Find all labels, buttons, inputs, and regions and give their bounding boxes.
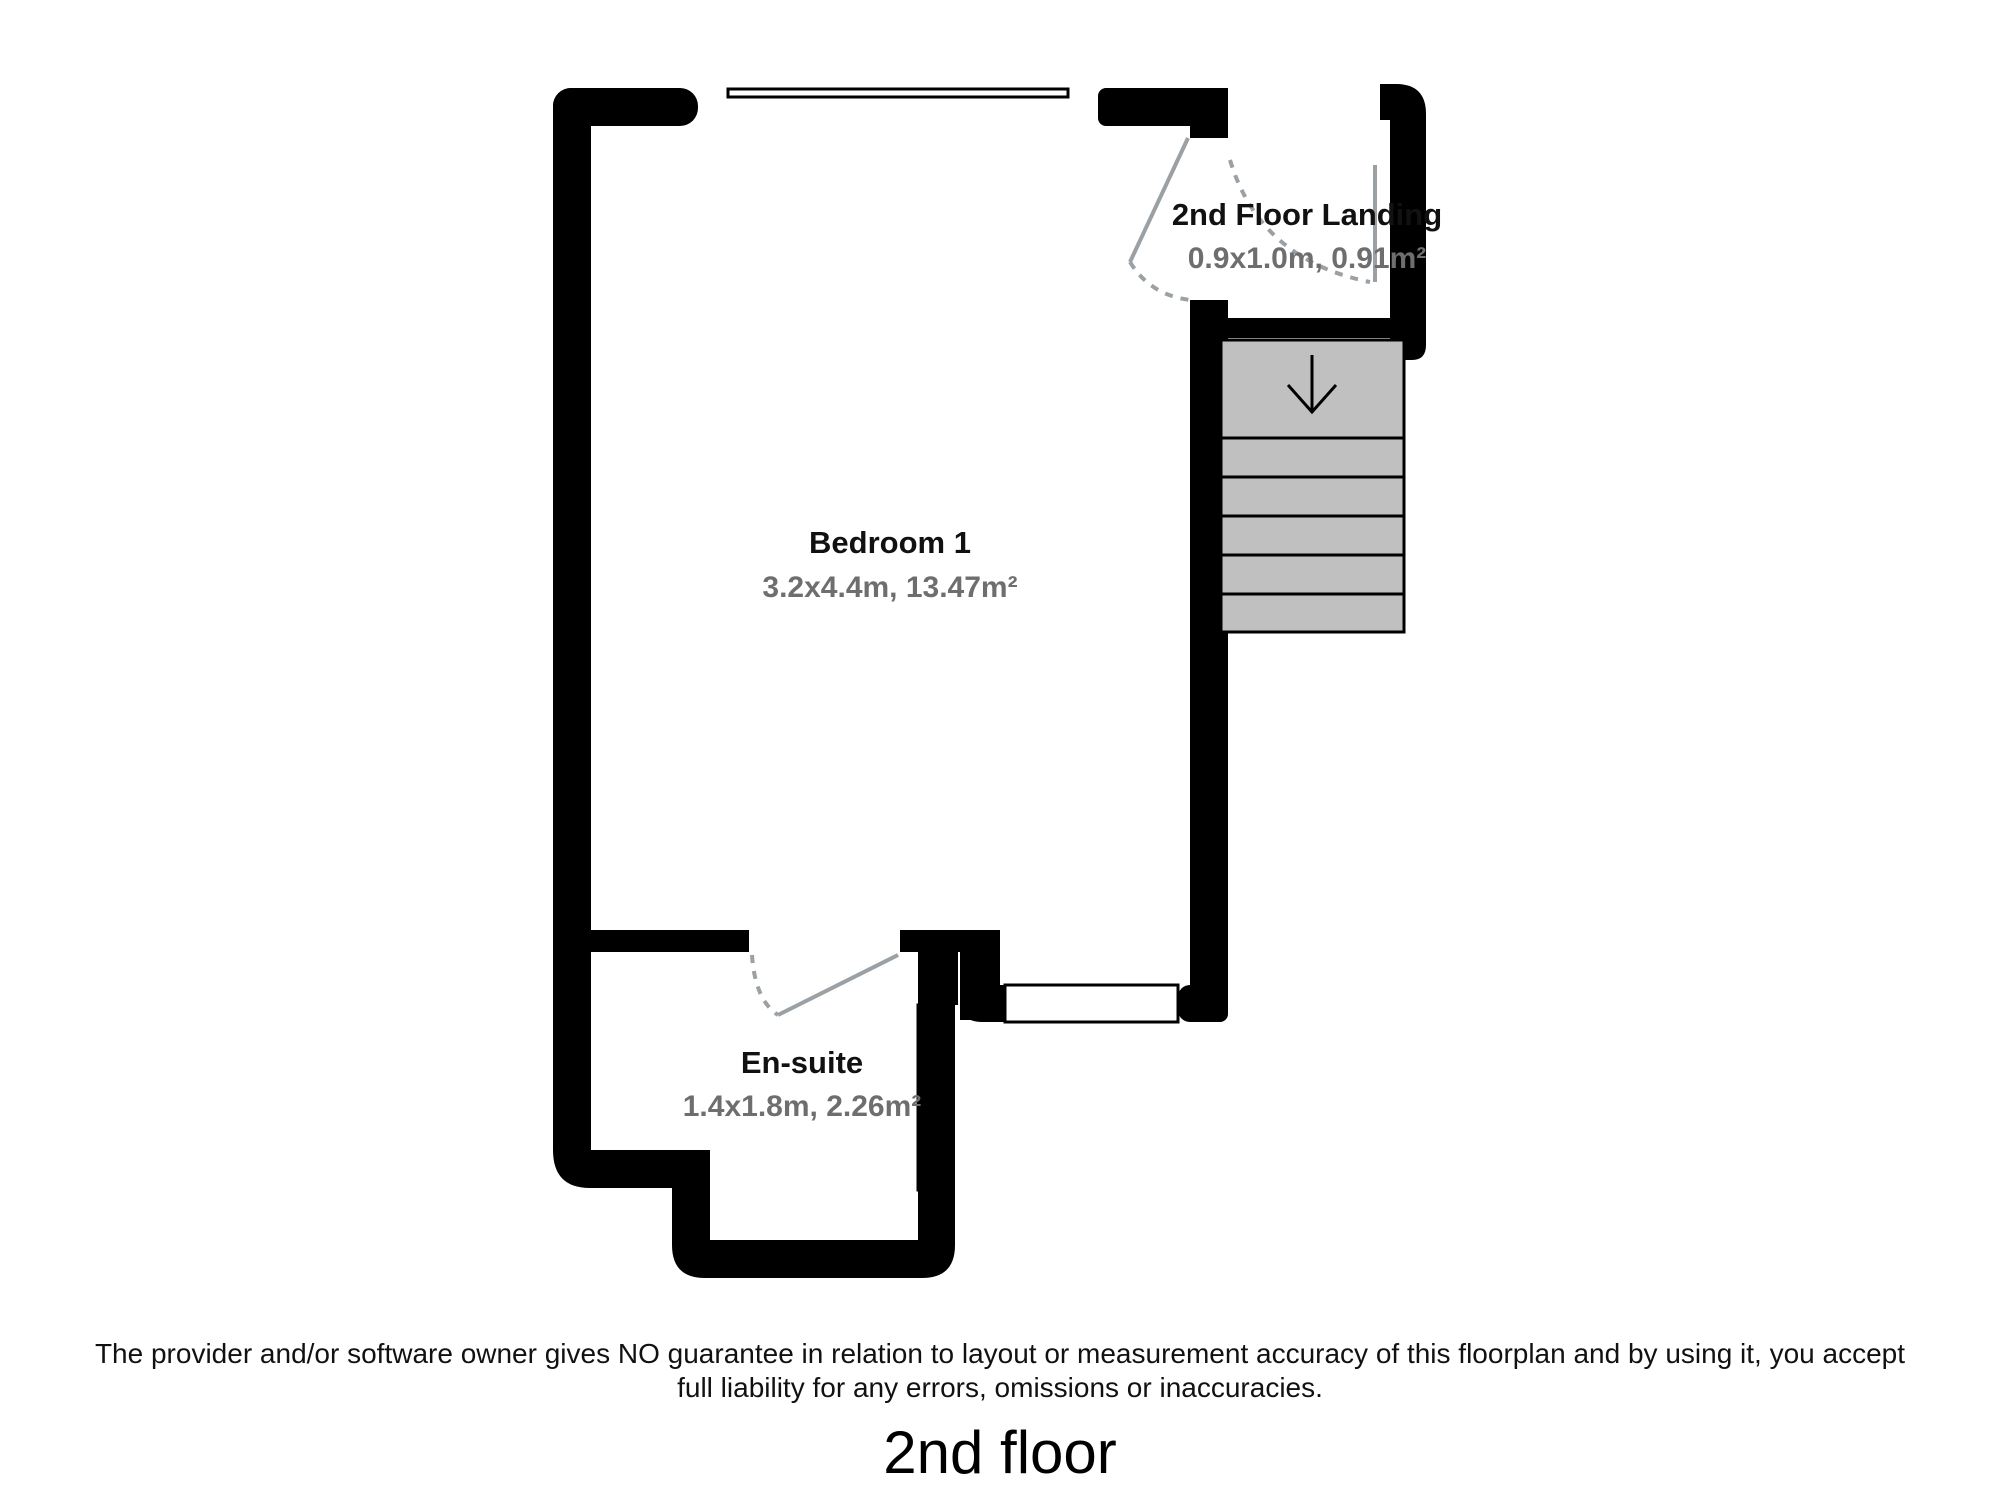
stairs xyxy=(1219,338,1406,634)
bedroom-name: Bedroom 1 xyxy=(809,525,971,560)
landing-name: 2nd Floor Landing xyxy=(1172,197,1442,232)
disclaimer-line-2: full liability for any errors, omissions… xyxy=(677,1372,1323,1403)
ensuite-walls xyxy=(553,930,958,1278)
landing-dimensions: 0.9x1.0m, 0.91m² xyxy=(1188,242,1427,275)
disclaimer-line-1: The provider and/or software owner gives… xyxy=(94,1338,1906,1369)
arrow-down-icon xyxy=(1286,355,1338,415)
ensuite-dimensions: 1.4x1.8m, 2.26m² xyxy=(683,1090,922,1123)
landing-walls xyxy=(1190,84,1426,360)
ensuite-name: En-suite xyxy=(741,1045,863,1080)
ensuite-door xyxy=(750,953,899,1017)
disclaimer: The provider and/or software owner gives… xyxy=(60,1337,1940,1405)
bedroom-dimensions: 3.2x4.4m, 13.47m² xyxy=(762,571,1017,604)
landing-doors xyxy=(1128,137,1377,302)
floor-title: 2nd floor xyxy=(883,1419,1117,1486)
